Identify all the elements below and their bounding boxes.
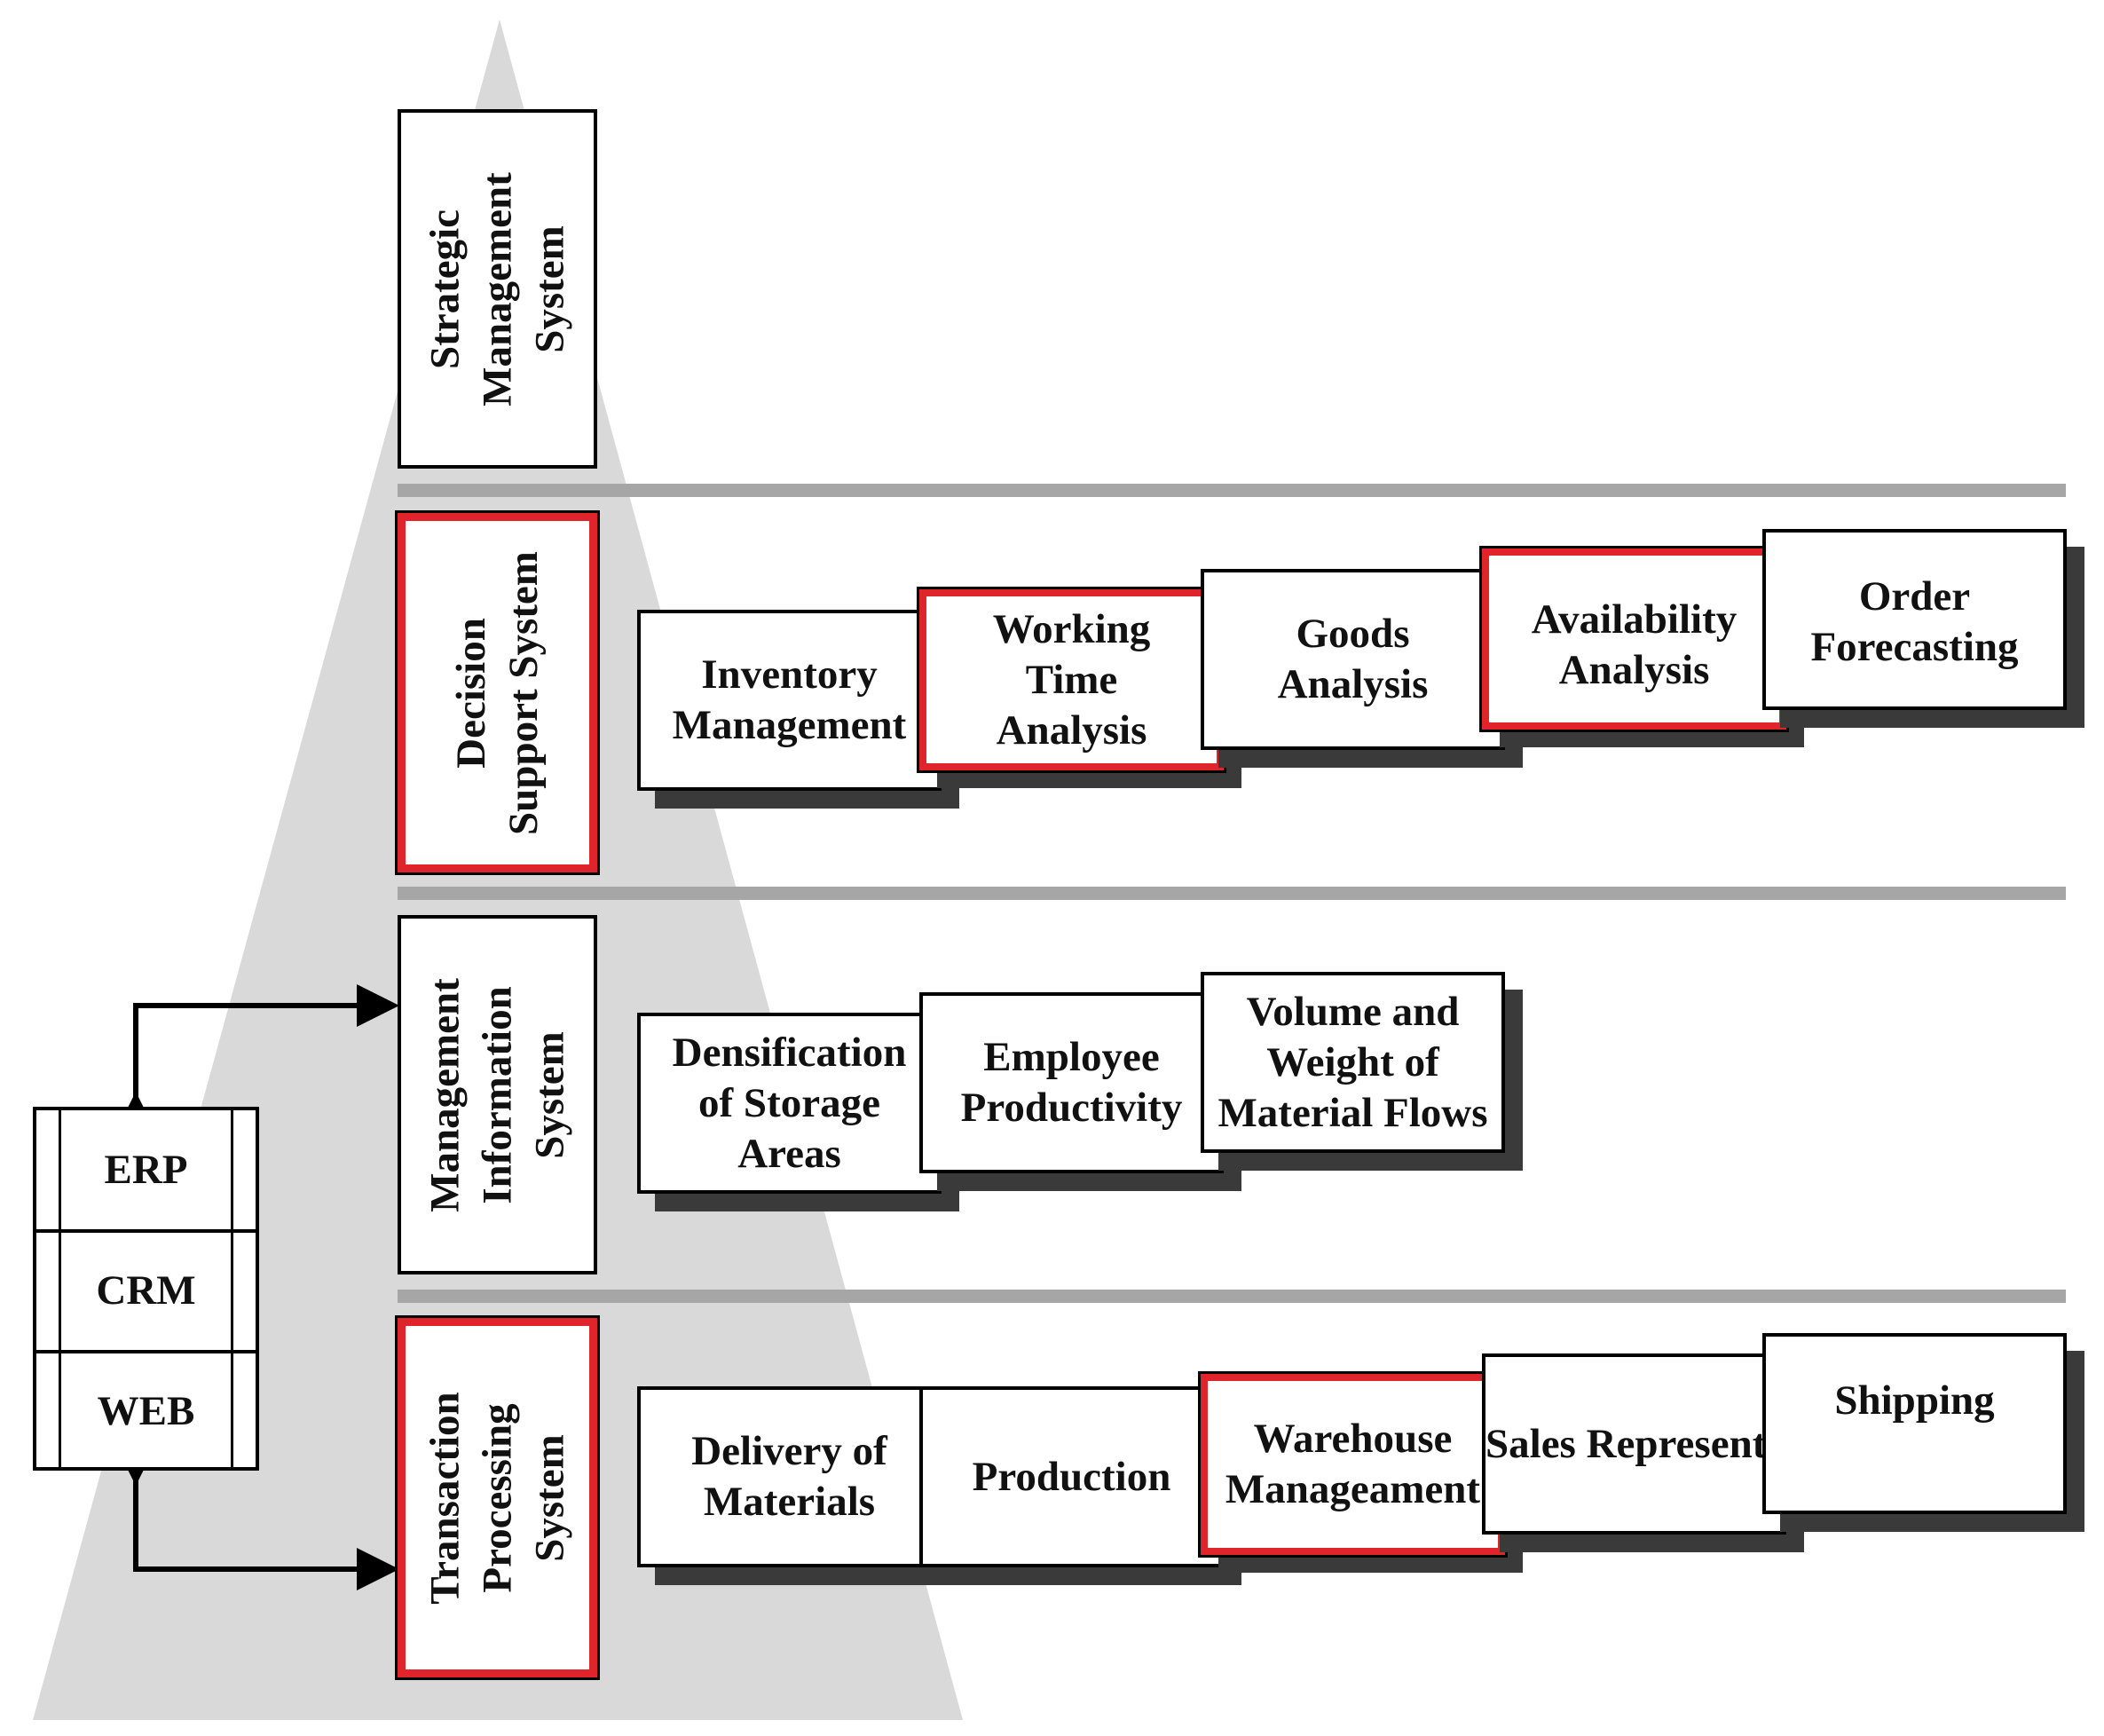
module-inventory-management: Inventory Management <box>637 610 942 791</box>
module-production: Production <box>919 1386 1224 1567</box>
stack-divider-2 <box>36 1350 256 1353</box>
transaction-processing-system-box: Transaction Processing System <box>398 1318 597 1677</box>
system-crm: CRM <box>96 1267 196 1314</box>
module-goods-analysis: Goods Analysis <box>1201 569 1505 750</box>
decision-support-system-box: Decision Support System <box>398 513 597 872</box>
module-employee-productivity: Employee Productivity <box>919 992 1224 1173</box>
separator-line-1 <box>398 484 2066 497</box>
module-densification-of-storage-areas: Densification of Storage Areas <box>637 1013 942 1194</box>
arrow-to-tps <box>114 1443 399 1590</box>
module-delivery-of-materials: Delivery of Materials <box>637 1386 942 1567</box>
enterprise-systems-stack: ERP CRM WEB <box>33 1107 259 1471</box>
management-information-system-label: Management Information System <box>422 977 572 1212</box>
system-erp: ERP <box>104 1147 188 1193</box>
module-volume-and-weight-of-material-flows: Volume and Weight of Material Flows <box>1201 972 1505 1153</box>
module-working-time-analysis: Working Time Analysis <box>919 589 1224 770</box>
stack-right-rail <box>231 1110 233 1467</box>
module-sales-representative: Sales Representative <box>1482 1353 1786 1535</box>
arrow-to-mis <box>114 984 399 1134</box>
transaction-processing-system-label: Transaction Processing System <box>422 1391 572 1605</box>
module-shipping: Shipping <box>1762 1333 2067 1514</box>
stack-divider-1 <box>36 1229 256 1233</box>
module-availability-analysis: Availability Analysis <box>1482 548 1786 730</box>
module-warehouse-manageament: Warehouse Manageament <box>1201 1374 1505 1555</box>
module-order-forecasting: Order Forecasting <box>1762 529 2067 710</box>
decision-support-system-label: Decision Support System <box>447 550 547 835</box>
strategic-management-system-box: Strategic Management System <box>398 109 597 469</box>
separator-line-2 <box>398 887 2066 900</box>
stack-left-rail <box>59 1110 61 1467</box>
separator-line-3 <box>398 1290 2066 1303</box>
strategic-management-system-label: Strategic Management System <box>422 171 572 406</box>
management-information-system-box: Management Information System <box>398 915 597 1274</box>
system-web: WEB <box>97 1388 195 1434</box>
